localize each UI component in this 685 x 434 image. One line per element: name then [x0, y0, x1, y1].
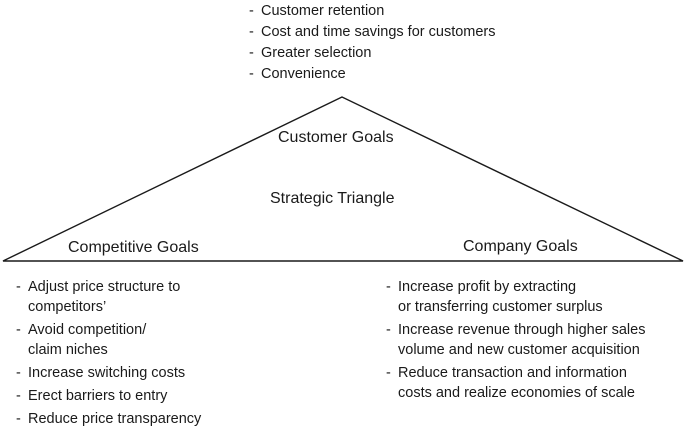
- competitive-goal-item: Reduce price transparency: [16, 409, 201, 429]
- customer-goal-item-line: Customer retention: [261, 3, 385, 19]
- competitive-goal-item: Avoid competition/claim niches: [16, 320, 201, 360]
- competitive-goal-item-line: claim niches: [28, 342, 108, 358]
- competitive-goal-item-line: Increase switching costs: [28, 365, 186, 381]
- customer-goal-item: Convenience: [249, 64, 496, 84]
- competitive-goal-item-line: competitors’: [28, 299, 107, 315]
- customer-goals-list: Customer retentionCost and time savings …: [249, 1, 496, 85]
- company-goal-item: Increase profit by extracting or transfer…: [386, 277, 645, 317]
- customer-goal-item-line: Greater selection: [261, 45, 372, 61]
- company-goal-item: Increase revenue through higher sales vol…: [386, 320, 645, 360]
- company-goals-list: Increase profit by extracting or transfer…: [386, 277, 645, 406]
- company-goal-item-line: Increase revenue through higher sales: [398, 322, 646, 338]
- company-goals-label: Company Goals: [463, 238, 578, 255]
- customer-goals-label: Customer Goals: [278, 129, 394, 146]
- customer-goal-item-line: Convenience: [261, 66, 346, 82]
- competitive-goal-item: Increase switching costs: [16, 363, 201, 383]
- company-goal-item: Reduce transaction and information costs …: [386, 363, 645, 403]
- customer-goal-item: Customer retention: [249, 1, 496, 21]
- company-goal-item-line: Increase profit by extracting: [398, 279, 577, 295]
- diagram-title: Strategic Triangle: [270, 190, 395, 207]
- customer-goal-item: Greater selection: [249, 43, 496, 63]
- competitive-goal-item: Erect barriers to entry: [16, 386, 201, 406]
- competitive-goal-item-line: Avoid competition/: [28, 322, 147, 338]
- competitive-goal-item: Adjust price structure to competitors’: [16, 277, 201, 317]
- company-goal-item-line: volume and new customer acquisition: [398, 342, 640, 358]
- company-goal-item-line: or transferring customer surplus: [398, 299, 603, 315]
- competitive-goal-item-line: Reduce price transparency: [28, 411, 202, 427]
- competitive-goal-item-line: Adjust price structure to: [28, 279, 181, 295]
- competitive-goals-list: Adjust price structure to competitors’ Avo…: [16, 277, 201, 432]
- competitive-goals-label: Competitive Goals: [68, 239, 199, 256]
- customer-goal-item: Cost and time savings for customers: [249, 22, 496, 42]
- competitive-goal-item-line: Erect barriers to entry: [28, 388, 168, 404]
- customer-goal-item-line: Cost and time savings for customers: [261, 24, 496, 40]
- company-goal-item-line: Reduce transaction and information: [398, 365, 627, 381]
- company-goal-item-line: costs and realize economies of scale: [398, 385, 635, 401]
